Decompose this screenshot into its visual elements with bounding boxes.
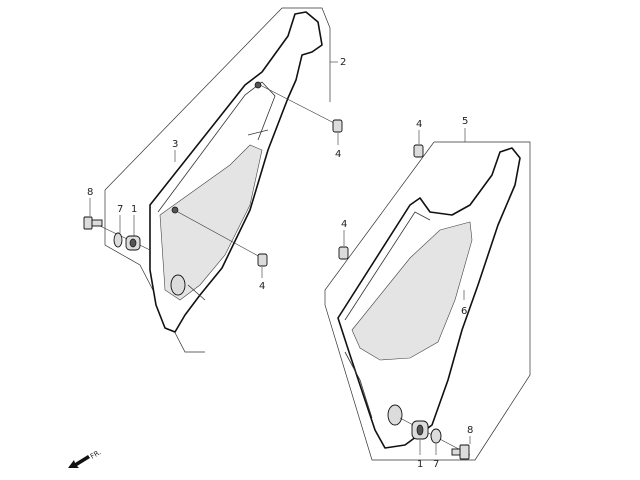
right-cover-inner-panel	[351, 221, 473, 361]
callout-8-left: 8	[87, 187, 93, 198]
callout-5: 5	[462, 116, 468, 127]
left-frame-upper	[104, 7, 283, 191]
collar-ring	[113, 232, 123, 248]
front-label: FR.	[89, 448, 102, 460]
callout-6: 6	[461, 306, 467, 317]
right-grommet-hole	[387, 404, 403, 426]
callout-3: 3	[172, 139, 178, 150]
left-frame	[282, 7, 331, 102]
grommet-core	[416, 424, 424, 436]
left-grommet-hole	[170, 274, 186, 296]
right-cover-rib	[344, 351, 373, 419]
collar-ring	[430, 428, 442, 444]
callout-2: 2	[340, 57, 346, 68]
right-clip-nut-mid[interactable]	[338, 246, 349, 260]
right-bolt-8[interactable]	[451, 444, 470, 460]
callout-7-left: 7	[117, 204, 123, 215]
right-assembly	[324, 141, 531, 461]
right-grommet-1[interactable]	[411, 420, 429, 440]
callout-1-right: 1	[417, 459, 423, 470]
left-cover-rib	[187, 284, 206, 301]
right-collar-7[interactable]	[430, 428, 442, 444]
bolt-shank	[91, 219, 103, 227]
left-cover-boss-top	[254, 81, 262, 89]
left-frame-lower	[104, 190, 205, 353]
right-frame	[324, 141, 531, 461]
grommet-core	[129, 238, 137, 248]
left-cover-boss-bottom	[171, 206, 179, 214]
clip-body	[257, 253, 268, 267]
left-clip-nut-bottom[interactable]	[257, 253, 268, 267]
clip-body	[338, 246, 349, 260]
callout-1-left: 1	[131, 204, 137, 215]
left-cover-inner-panel	[159, 144, 263, 301]
left-leader-4-bottom	[177, 211, 263, 259]
left-cover-edge	[157, 81, 276, 213]
left-bolt-8[interactable]	[83, 216, 103, 230]
left-collar-7[interactable]	[113, 232, 123, 248]
clip-body	[413, 144, 424, 158]
bolt-head	[83, 216, 93, 230]
bolt-head	[459, 444, 470, 460]
front-arrow-icon	[68, 455, 90, 468]
left-grommet-1[interactable]	[125, 235, 141, 251]
callout-leaders	[89, 61, 471, 455]
right-cover-edge	[344, 211, 431, 321]
callout-7-right: 7	[433, 459, 439, 470]
left-assembly	[83, 7, 343, 353]
clip-body	[332, 119, 343, 133]
left-cover-slot	[247, 129, 269, 136]
callout-labels: 2 3 4 4 8 7 1 5 4 4 6 1 7 8	[87, 57, 473, 470]
callout-4-right-mid: 4	[341, 219, 347, 230]
left-leader-8	[97, 224, 151, 251]
right-clip-nut-top[interactable]	[413, 144, 424, 158]
callout-4-left-bottom: 4	[259, 281, 265, 292]
callout-4-right-top: 4	[416, 119, 422, 130]
front-direction-indicator: FR.	[68, 448, 102, 468]
callout-4-left-top: 4	[335, 149, 341, 160]
left-clip-nut-top[interactable]	[332, 119, 343, 133]
left-leader-4-top	[259, 84, 339, 126]
callout-8-right: 8	[467, 425, 473, 436]
